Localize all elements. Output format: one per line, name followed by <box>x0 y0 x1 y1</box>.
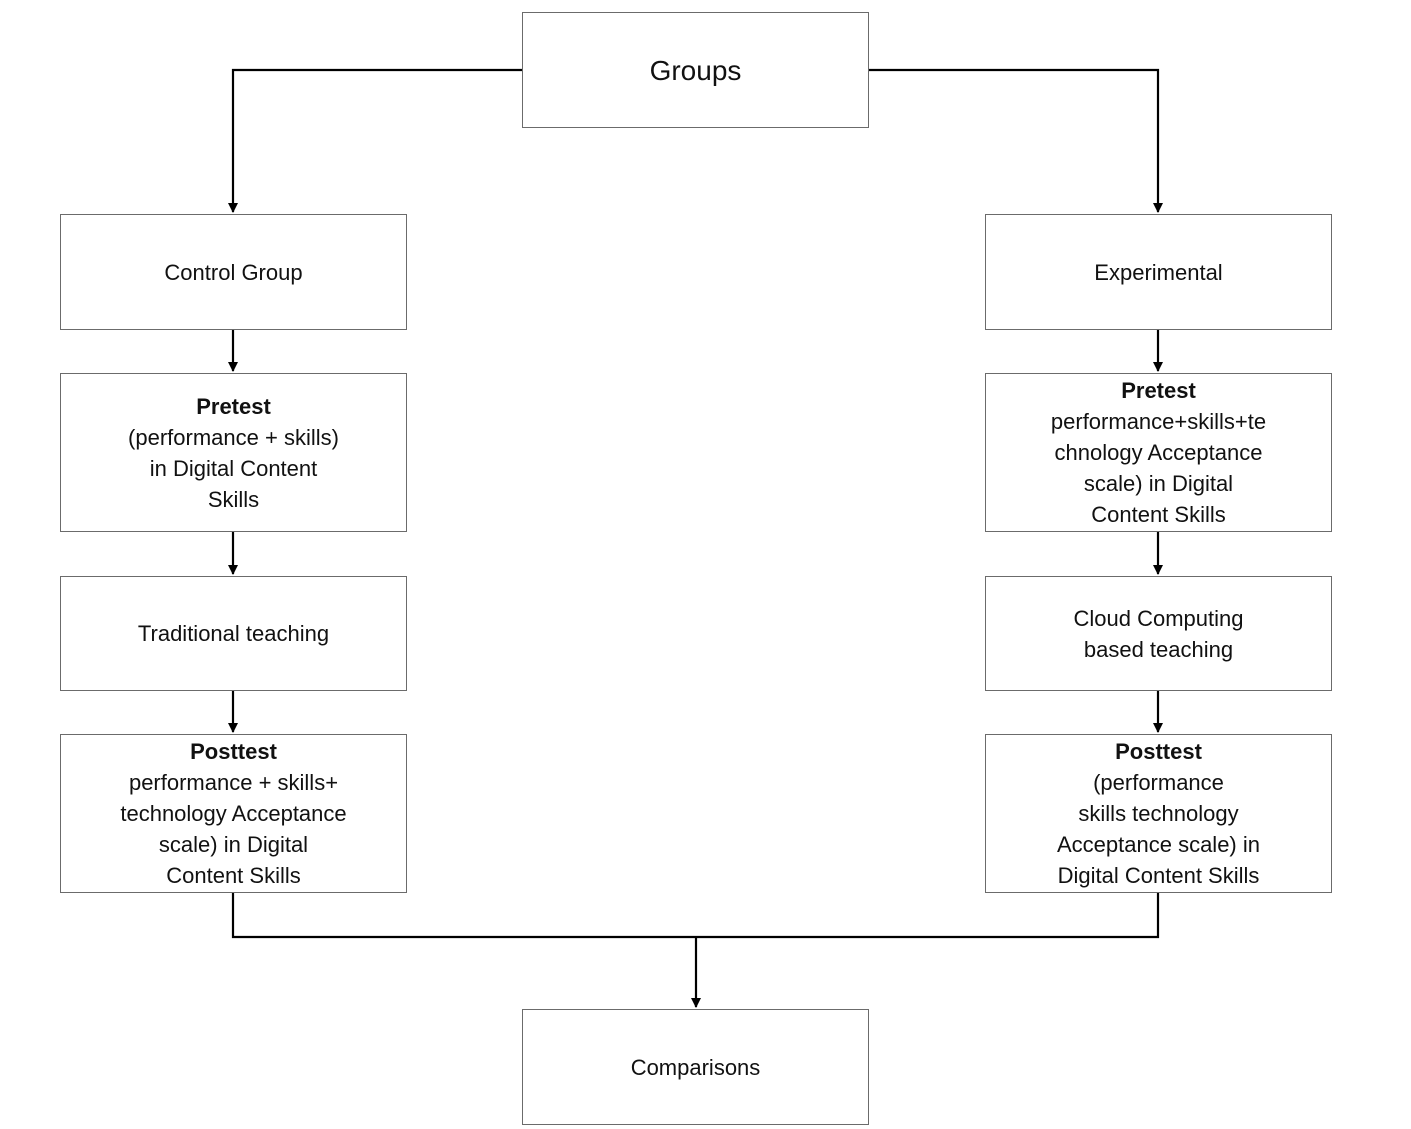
node-text-line: (performance <box>1093 770 1224 795</box>
pretest-control-box: Pretest (performance + skills) in Digital … <box>60 373 407 532</box>
node-text-line: performance + skills+ <box>128 770 339 795</box>
cloud-computing-teaching-box: Cloud Computing based teaching <box>985 576 1332 691</box>
node-text-line: Groups <box>649 54 742 86</box>
node-text-line: Cloud Computing <box>1073 605 1244 631</box>
node-text-line: Control Group <box>164 259 303 285</box>
pretest-experimental-box: Pretest performance+skills+te chnology Acc… <box>985 373 1332 532</box>
node-title: Posttest <box>1115 739 1202 764</box>
traditional-teaching-box: Traditional teaching <box>60 576 407 691</box>
node-text-line: Digital Content Skills <box>1057 863 1260 888</box>
node-text-line: skills technology <box>1078 801 1239 826</box>
control-group-box: Control Group <box>60 214 407 330</box>
node-text-line: Traditional teaching <box>137 621 330 646</box>
node-text-line: Content Skills <box>166 863 301 888</box>
experimental-group-box: Experimental <box>985 214 1332 330</box>
node-text-line: based teaching <box>1083 636 1234 662</box>
groups-box: Groups <box>522 12 869 128</box>
node-text-line: scale) in Digital <box>158 832 309 857</box>
node-text-line: scale) in Digital <box>1083 471 1234 496</box>
node-title: Posttest <box>190 739 277 764</box>
node-text-line: technology Acceptance <box>120 801 347 826</box>
edge-posttests-merge <box>231 893 1160 939</box>
comparisons-box: Comparisons <box>522 1009 869 1125</box>
node-text-line: chnology Acceptance <box>1054 440 1263 465</box>
node-text-line: (performance + skills) <box>128 424 339 450</box>
posttest-control-box: Posttest performance + skills+ technology … <box>60 734 407 893</box>
edge-groups-to-experimental <box>869 68 1163 213</box>
node-text-line: performance+skills+te <box>1050 409 1267 434</box>
node-text-line: Experimental <box>1094 259 1223 285</box>
edge-groups-to-control <box>228 68 522 213</box>
node-text-line: Acceptance scale) in <box>1057 832 1260 857</box>
node-text-line: Comparisons <box>630 1054 761 1080</box>
node-title: Pretest <box>196 393 271 419</box>
node-text-line: Skills <box>207 486 260 512</box>
node-title: Pretest <box>1121 378 1196 403</box>
node-text-line: in Digital Content <box>149 455 318 481</box>
node-text-line: Content Skills <box>1091 502 1226 527</box>
